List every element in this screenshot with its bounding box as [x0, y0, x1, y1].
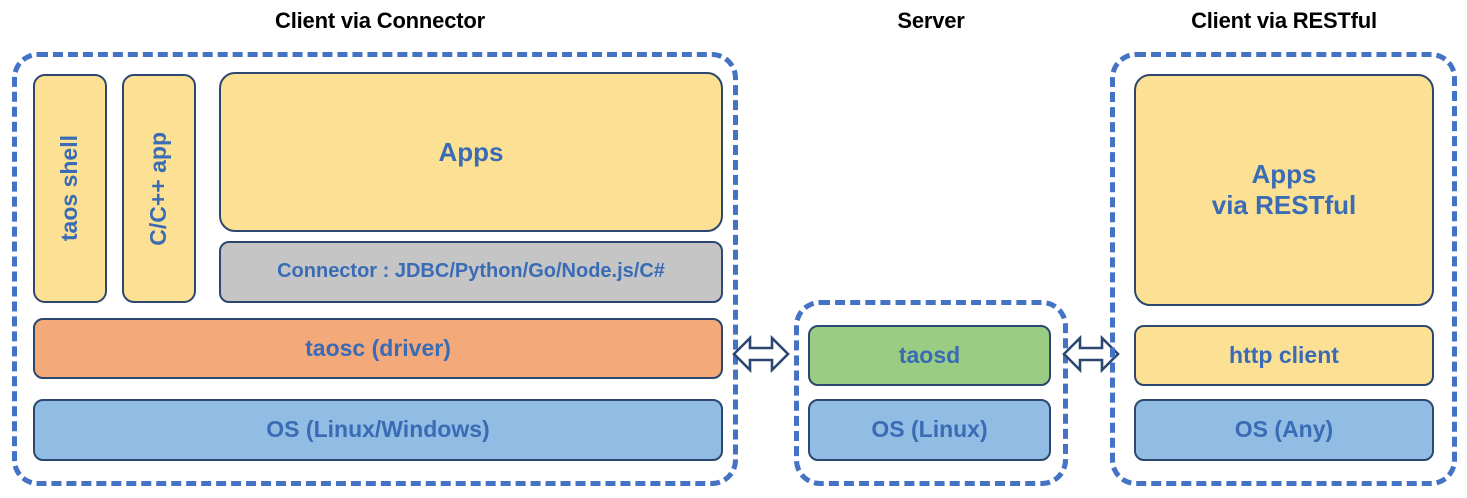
box-taosd[interactable]: taosd — [808, 325, 1051, 386]
box-os-linux-label: OS (Linux) — [871, 416, 988, 443]
box-taosc-driver-label: taosc (driver) — [305, 334, 451, 361]
box-apps-via-restful[interactable]: Apps via RESTful — [1134, 74, 1434, 306]
box-connector-list[interactable]: Connector : JDBC/Python/Go/Node.js/C# — [219, 241, 723, 303]
section-title-client-restful: Client via RESTful — [1191, 8, 1377, 33]
box-http-client[interactable]: http client — [1134, 325, 1434, 386]
box-os-any[interactable]: OS (Any) — [1134, 399, 1434, 461]
bidirectional-arrow-icon-right — [1062, 330, 1120, 378]
box-os-linux-windows[interactable]: OS (Linux/Windows) — [33, 399, 723, 461]
box-apps-connector-label: Apps — [438, 136, 504, 167]
box-taos-shell-label: taos shell — [56, 135, 83, 242]
box-os-linux[interactable]: OS (Linux) — [808, 399, 1051, 461]
group-client-via-restful — [1110, 52, 1457, 486]
box-c-cpp-app[interactable]: C/C++ app — [122, 74, 196, 303]
group-server — [794, 300, 1068, 486]
box-os-any-label: OS (Any) — [1234, 416, 1334, 443]
bidirectional-arrow-icon-left — [732, 330, 790, 378]
section-title-server: Server — [897, 8, 965, 33]
box-os-linux-windows-label: OS (Linux/Windows) — [266, 416, 490, 443]
box-apps-via-restful-label: Apps via RESTful — [1211, 159, 1357, 220]
box-c-cpp-app-label: C/C++ app — [145, 131, 172, 246]
box-taosc-driver[interactable]: taosc (driver) — [33, 318, 723, 379]
box-connector-list-label: Connector : JDBC/Python/Go/Node.js/C# — [277, 260, 665, 283]
box-taosd-label: taosd — [898, 341, 961, 368]
group-client-via-connector — [12, 52, 738, 486]
box-http-client-label: http client — [1229, 341, 1339, 368]
box-taos-shell[interactable]: taos shell — [33, 74, 107, 303]
box-apps-connector[interactable]: Apps — [219, 72, 723, 232]
section-title-client-connector: Client via Connector — [275, 8, 485, 33]
